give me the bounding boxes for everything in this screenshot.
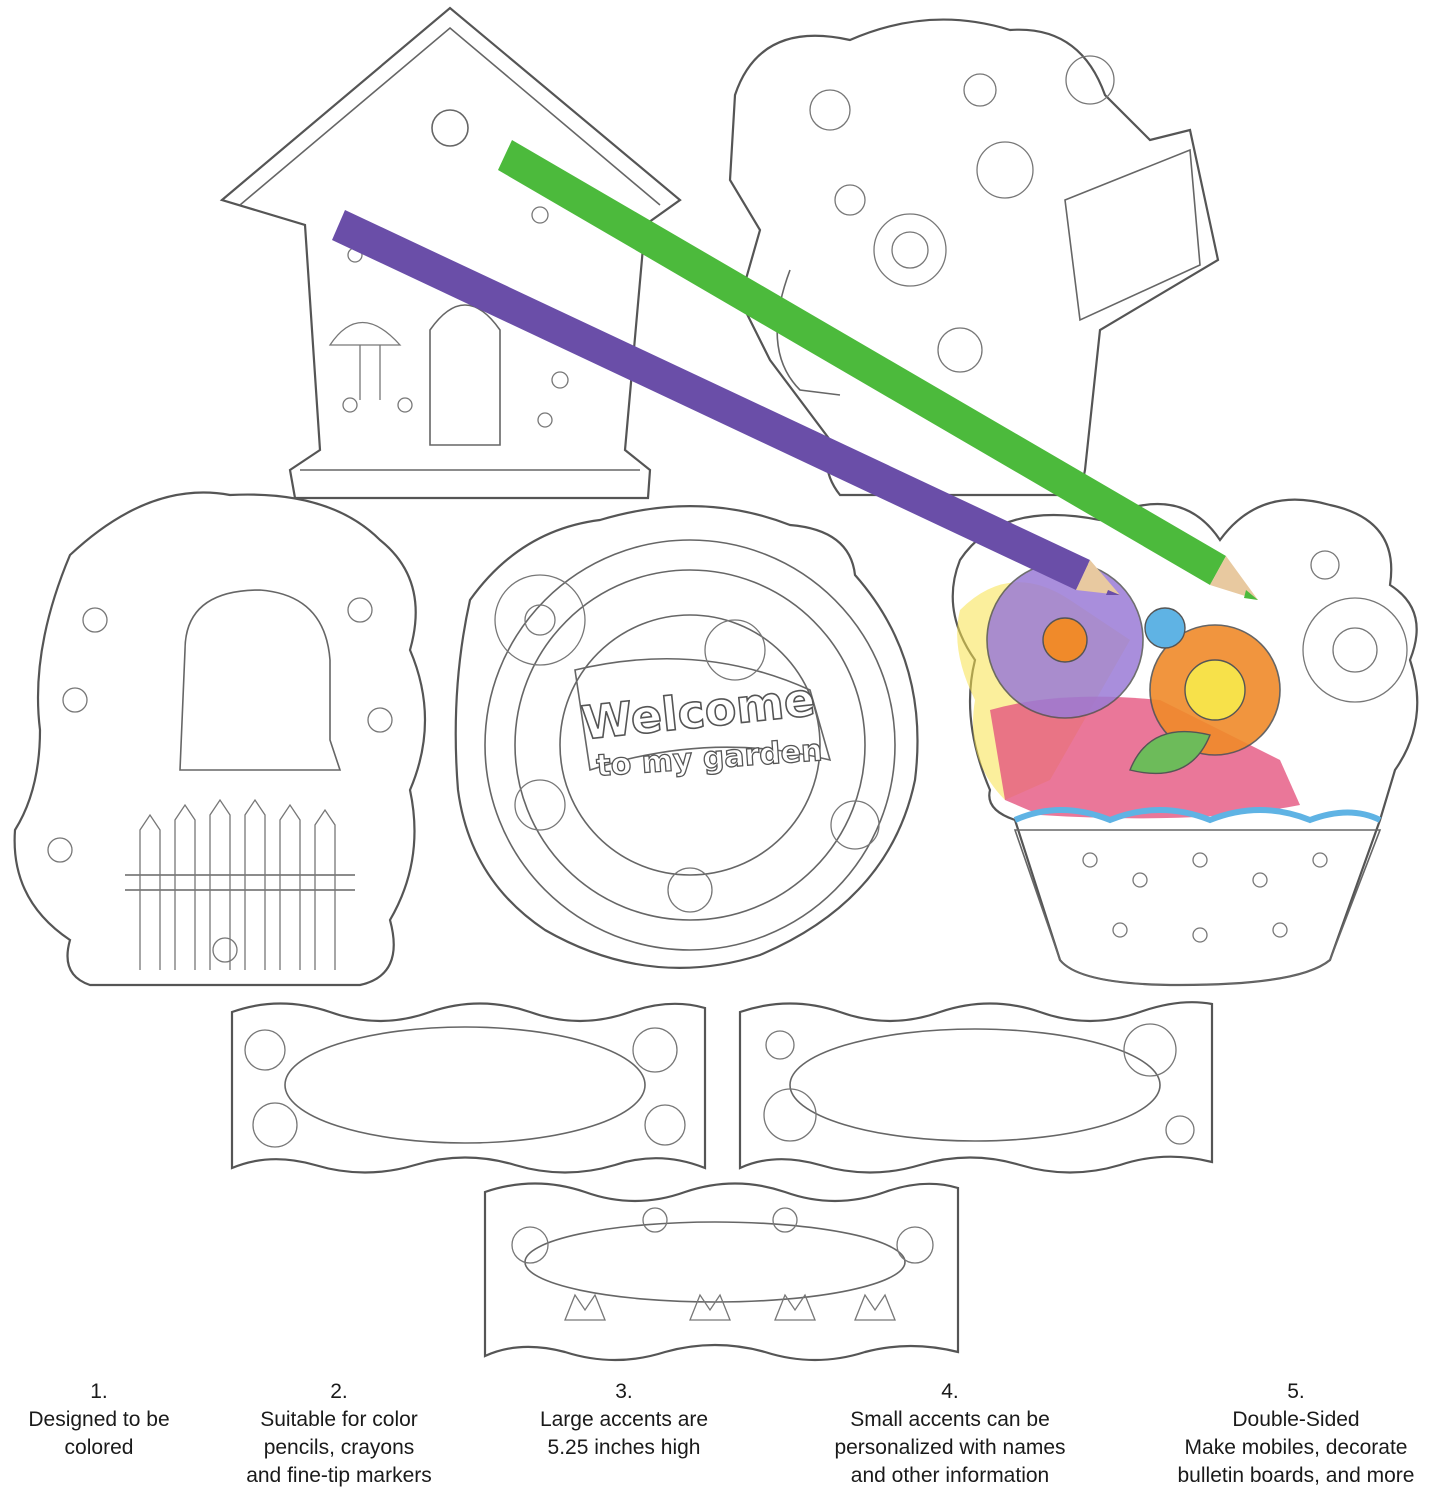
feature-text-line: and other information (850, 1464, 1050, 1487)
feature-number: 3. (615, 1380, 633, 1403)
feature-2: 2. Suitable for color pencils, crayons a… (194, 1378, 484, 1490)
feature-4: 4. Small accents can be personalized wit… (805, 1378, 1095, 1490)
name-tag-strip-2 (738, 1001, 1214, 1174)
feature-number: 5. (1287, 1380, 1305, 1403)
feature-text-line: Designed to be (28, 1408, 170, 1431)
purple-pencil (332, 210, 1120, 595)
feature-1: 1. Designed to be colored (0, 1378, 244, 1462)
product-artwork: Welcome to my garden (13, 6, 1419, 1362)
feature-text-line: colored (64, 1436, 134, 1459)
green-pencil-body (498, 140, 1226, 585)
feature-text-line: Suitable for color (260, 1408, 418, 1431)
feature-number: 4. (941, 1380, 959, 1403)
name-tag-strip-1 (230, 1002, 707, 1174)
garden-gate-accent (13, 491, 427, 987)
purple-pencil-tip (1106, 590, 1120, 595)
pot-blue-rim (1013, 807, 1382, 824)
feature-text-line: bulletin boards, and more (1177, 1464, 1415, 1487)
feature-text-line: personalized with names (834, 1436, 1066, 1459)
feature-text-line: Double-Sided (1232, 1408, 1360, 1431)
green-leaf (1129, 730, 1211, 775)
flower-pot-accent (951, 498, 1419, 987)
feature-list: 1. Designed to be colored 2. Suitable fo… (0, 1378, 1443, 1496)
feature-number: 1. (90, 1380, 108, 1403)
feature-text-line: pencils, crayons (263, 1436, 415, 1459)
birdhouse-accent (219, 6, 682, 500)
purple-pencil-body (332, 210, 1090, 590)
feature-5: 5. Double-Sided Make mobiles, decorate b… (1151, 1378, 1441, 1490)
feature-text-line: and fine-tip markers (246, 1464, 432, 1487)
green-pencil-tip (1244, 590, 1258, 600)
feature-number: 2. (330, 1380, 348, 1403)
feature-text-line: Small accents can be (850, 1408, 1050, 1431)
blue-flower (1144, 607, 1186, 649)
green-pencil (498, 140, 1258, 600)
feature-3: 3. Large accents are 5.25 inches high (479, 1378, 769, 1462)
feature-text-line: 5.25 inches high (547, 1436, 701, 1459)
feature-text-line: Make mobiles, decorate (1184, 1436, 1408, 1459)
orange-flower-center (1184, 659, 1246, 721)
purple-flower-center (1042, 617, 1088, 663)
name-tag-strip-3 (483, 1182, 960, 1362)
welcome-wreath-accent: Welcome to my garden (454, 505, 919, 969)
feature-text-line: Large accents are (539, 1408, 709, 1431)
